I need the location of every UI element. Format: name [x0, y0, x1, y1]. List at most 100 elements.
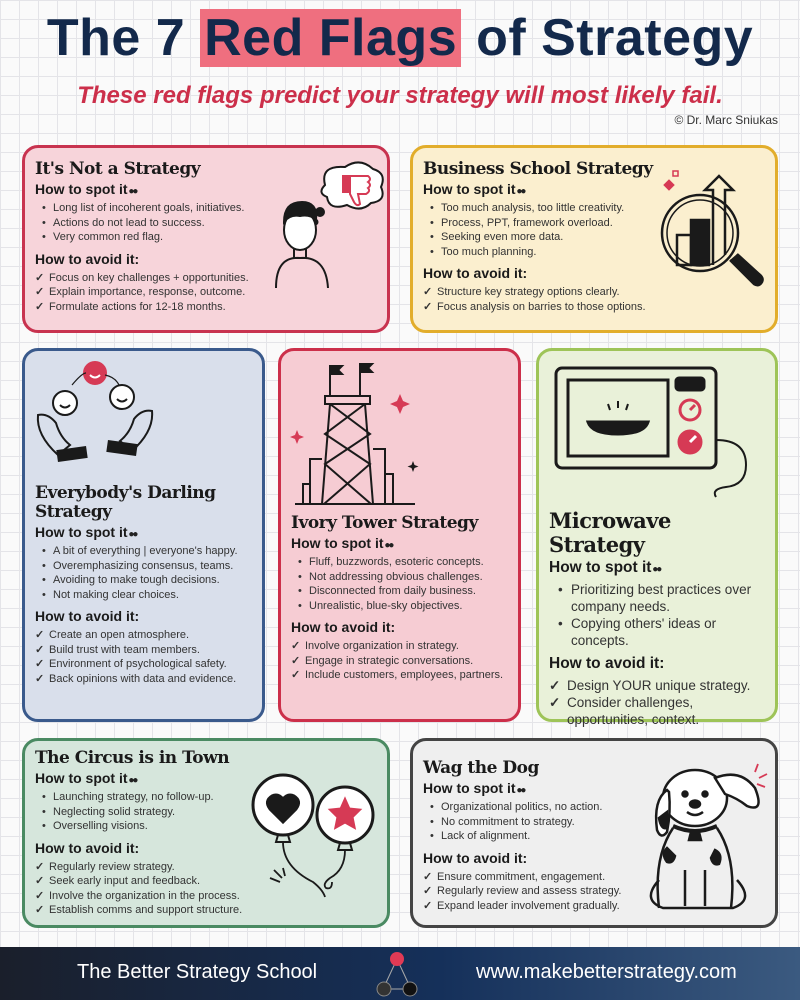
avoid-heading: How to avoid it: [35, 608, 140, 624]
spot-heading: How to spot it ●● [423, 181, 767, 197]
spot-item: Too much analysis, too little creativity… [423, 201, 767, 216]
spot-item: Not making clear choices. [35, 588, 254, 603]
spot-item: Seeking even more data. [423, 230, 767, 245]
avoid-heading: How to avoid it: [291, 619, 396, 635]
spot-heading: How to spot it ●● [291, 535, 510, 551]
spot-heading-label: How to spot it [35, 770, 128, 786]
avoid-heading: How to avoid it: [35, 250, 140, 267]
spot-heading: How to spot it ●● [549, 559, 767, 577]
card-title: Everybody's Darling Strategy [35, 483, 216, 522]
spot-item: Overselling visions. [35, 819, 379, 834]
eyes-icon: ●● [383, 540, 394, 551]
avoid-list: Regularly review strategy.Seek early inp… [35, 860, 379, 918]
spot-heading: How to spot it ●● [35, 181, 379, 197]
spot-item: Actions do not lead to success. [35, 216, 379, 231]
eyes-icon: ●● [127, 529, 138, 540]
avoid-item: Back opinions with data and evidence. [35, 672, 254, 687]
spot-heading: How to spot it ●● [423, 780, 767, 796]
spot-item: Process, PPT, framework overload. [423, 216, 767, 231]
avoid-item: Focus on key challenges + opportunities. [35, 271, 379, 286]
avoid-item: Focus analysis on barries to those optio… [423, 300, 767, 315]
avoid-list: Structure key strategy options clearly.F… [423, 285, 767, 314]
dog-icon [649, 763, 768, 910]
avoid-item: Involve organization in strategy. [291, 639, 510, 654]
avoid-item: Build trust with team members. [35, 643, 254, 658]
spot-item: Prioritizing best practices over company… [549, 581, 767, 615]
avoid-item: Establish comms and support structure. [35, 903, 379, 918]
eyes-icon: ●● [515, 186, 526, 197]
spot-list: A bit of everything | everyone's happy.O… [35, 544, 254, 602]
hands-juggling-icon [36, 361, 154, 463]
avoid-item: Engage in strategic conversations. [291, 654, 510, 669]
spot-heading-label: How to spot it [549, 559, 652, 576]
spot-list: Organizational politics, no action.No co… [423, 800, 767, 844]
card-title: It's Not a Strategy [35, 159, 201, 179]
spot-item: Disconnected from daily business. [291, 584, 510, 599]
avoid-heading: How to avoid it: [423, 265, 528, 281]
card-title: Business School Strategy [423, 159, 653, 179]
school-name: The Better Strategy School [77, 961, 318, 983]
spot-item: Neglecting solid strategy. [35, 805, 379, 820]
spot-heading: How to spot it ●● [35, 770, 379, 786]
spot-item: Overemphasizing consensus, teams. [35, 559, 254, 574]
spot-item: Launching strategy, no follow-up. [35, 790, 379, 805]
avoid-item: Consider challenges, opportunities, cont… [549, 694, 767, 728]
avoid-item: Expand leader involvement gradually. [423, 899, 767, 914]
spot-item: Very common red flag. [35, 230, 379, 245]
subtitle: These red flags predict your strategy wi… [77, 82, 723, 109]
card-title: Wag the Dog [423, 758, 539, 778]
spot-heading-label: How to spot it [423, 181, 516, 197]
eyes-icon: ●● [127, 186, 138, 197]
eyes-icon: ●● [651, 564, 662, 575]
ivory-tower-icon [290, 363, 419, 505]
avoid-item: Involve the organization in the process. [35, 889, 379, 904]
title-part: The 7 [46, 9, 186, 67]
card-title: Microwave Strategy [549, 508, 671, 557]
avoid-item: Seek early input and feedback. [35, 874, 379, 889]
spot-heading-label: How to spot it [35, 181, 128, 197]
spot-item: Organizational politics, no action. [423, 800, 767, 815]
avoid-list: Involve organization in strategy.Engage … [291, 639, 510, 683]
spot-item: No commitment to strategy. [423, 815, 767, 830]
magnifier-chart-icon [660, 170, 764, 287]
avoid-item: Ensure commitment, engagement. [423, 870, 767, 885]
avoid-heading: How to avoid it: [423, 849, 528, 866]
avoid-heading: How to avoid it: [35, 839, 140, 856]
spot-heading-label: How to spot it [423, 780, 516, 796]
spot-heading-label: How to spot it [35, 524, 128, 540]
spot-item: Avoiding to make tough decisions. [35, 573, 254, 588]
copyright: © Dr. Marc Sniukas [674, 113, 778, 127]
website-link[interactable]: www.makebetterstrategy.com [476, 961, 737, 983]
spot-item: Unrealistic, blue-sky objectives. [291, 599, 510, 614]
spot-heading: How to spot it ●● [35, 524, 254, 540]
avoid-item: Include customers, employees, partners. [291, 668, 510, 683]
avoid-item: Design YOUR unique strategy. [549, 677, 767, 694]
card-title: Ivory Tower Strategy [291, 513, 478, 533]
footer: The Better Strategy School www.makebette… [0, 947, 800, 1000]
eyes-icon: ●● [515, 785, 526, 796]
spot-list: Fluff, buzzwords, esoteric concepts.Not … [291, 555, 510, 613]
spot-heading-label: How to spot it [291, 535, 384, 551]
avoid-item: Explain importance, response, outcome. [35, 285, 379, 300]
spot-item: A bit of everything | everyone's happy. [35, 544, 254, 559]
avoid-list: Focus on key challenges + opportunities.… [35, 271, 379, 315]
avoid-item: Regularly review and assess strategy. [423, 884, 767, 899]
spot-item: Fluff, buzzwords, esoteric concepts. [291, 555, 510, 570]
spot-list: Too much analysis, too little creativity… [423, 201, 767, 259]
spot-item: Long list of incoherent goals, initiativ… [35, 201, 379, 216]
person-thumbs-down-icon [275, 161, 384, 289]
avoid-item: Regularly review strategy. [35, 860, 379, 875]
title-highlight: Red Flags [200, 9, 462, 67]
title-part: of Strategy [476, 9, 754, 67]
avoid-item: Structure key strategy options clearly. [423, 285, 767, 300]
avoid-item: Environment of psychological safety. [35, 657, 254, 672]
